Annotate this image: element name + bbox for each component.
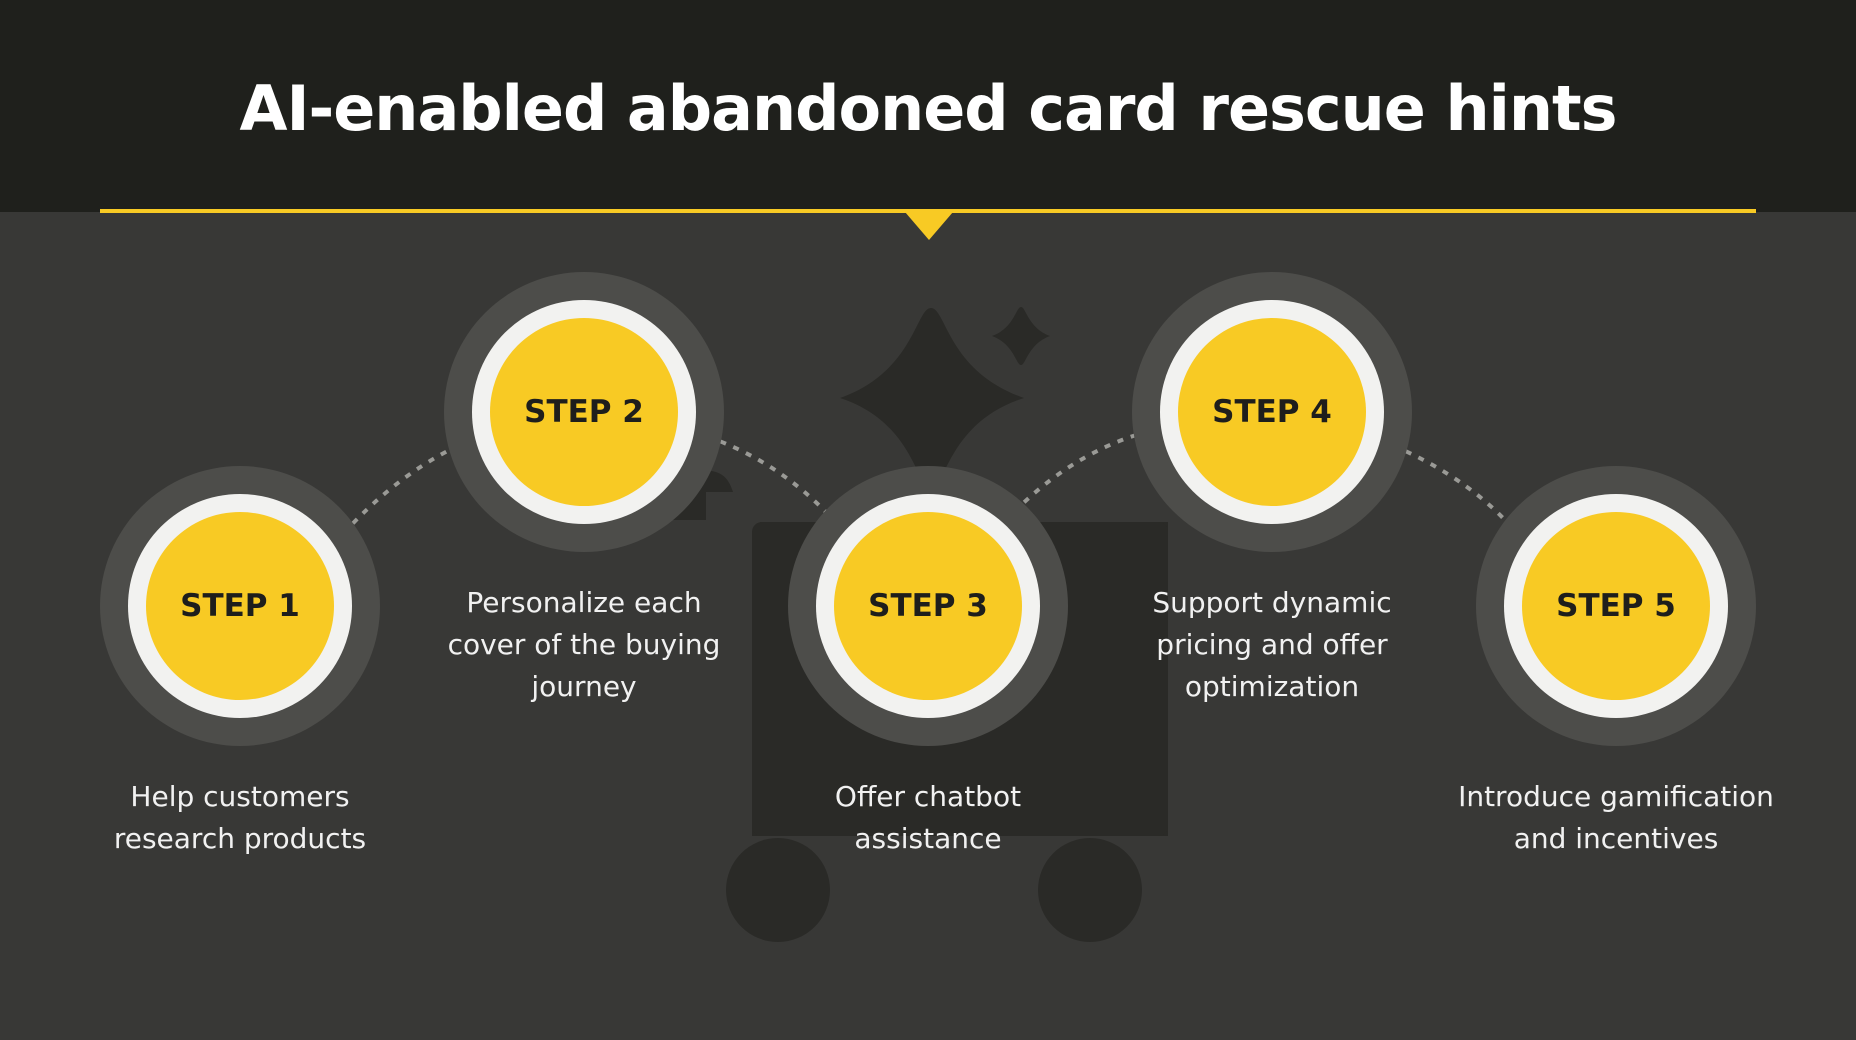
step-2-circle: STEP 2: [444, 272, 724, 552]
step-4-circle: STEP 4: [1132, 272, 1412, 552]
header-band: [0, 0, 1856, 212]
step-5-description: Introduce gamification and incentives: [1458, 780, 1774, 855]
step-badge: STEP 1: [146, 512, 334, 700]
step-1-description: Help customers research products: [113, 780, 367, 855]
step-1-circle: STEP 1: [100, 466, 380, 746]
step-badge: STEP 3: [834, 512, 1022, 700]
step-badge: STEP 4: [1178, 318, 1366, 506]
step-label: STEP 1: [180, 588, 300, 624]
step-4-description: Support dynamic pricing and offer optimi…: [1152, 586, 1392, 703]
step-label: STEP 4: [1212, 394, 1332, 430]
step-label: STEP 3: [868, 588, 988, 624]
step-badge: STEP 5: [1522, 512, 1710, 700]
title-underline: [100, 209, 1756, 213]
step-3-circle: STEP 3: [788, 466, 1068, 746]
step-5-circle: STEP 5: [1476, 466, 1756, 746]
step-label: STEP 2: [524, 394, 644, 430]
step-label: STEP 5: [1556, 588, 1676, 624]
title-pointer-triangle: [905, 212, 953, 240]
step-badge: STEP 2: [490, 318, 678, 506]
step-3-description: Offer chatbot assistance: [834, 780, 1022, 855]
page-title: AI-enabled abandoned card rescue hints: [239, 72, 1617, 145]
step-2-description: Personalize each cover of the buying jou…: [447, 586, 721, 703]
